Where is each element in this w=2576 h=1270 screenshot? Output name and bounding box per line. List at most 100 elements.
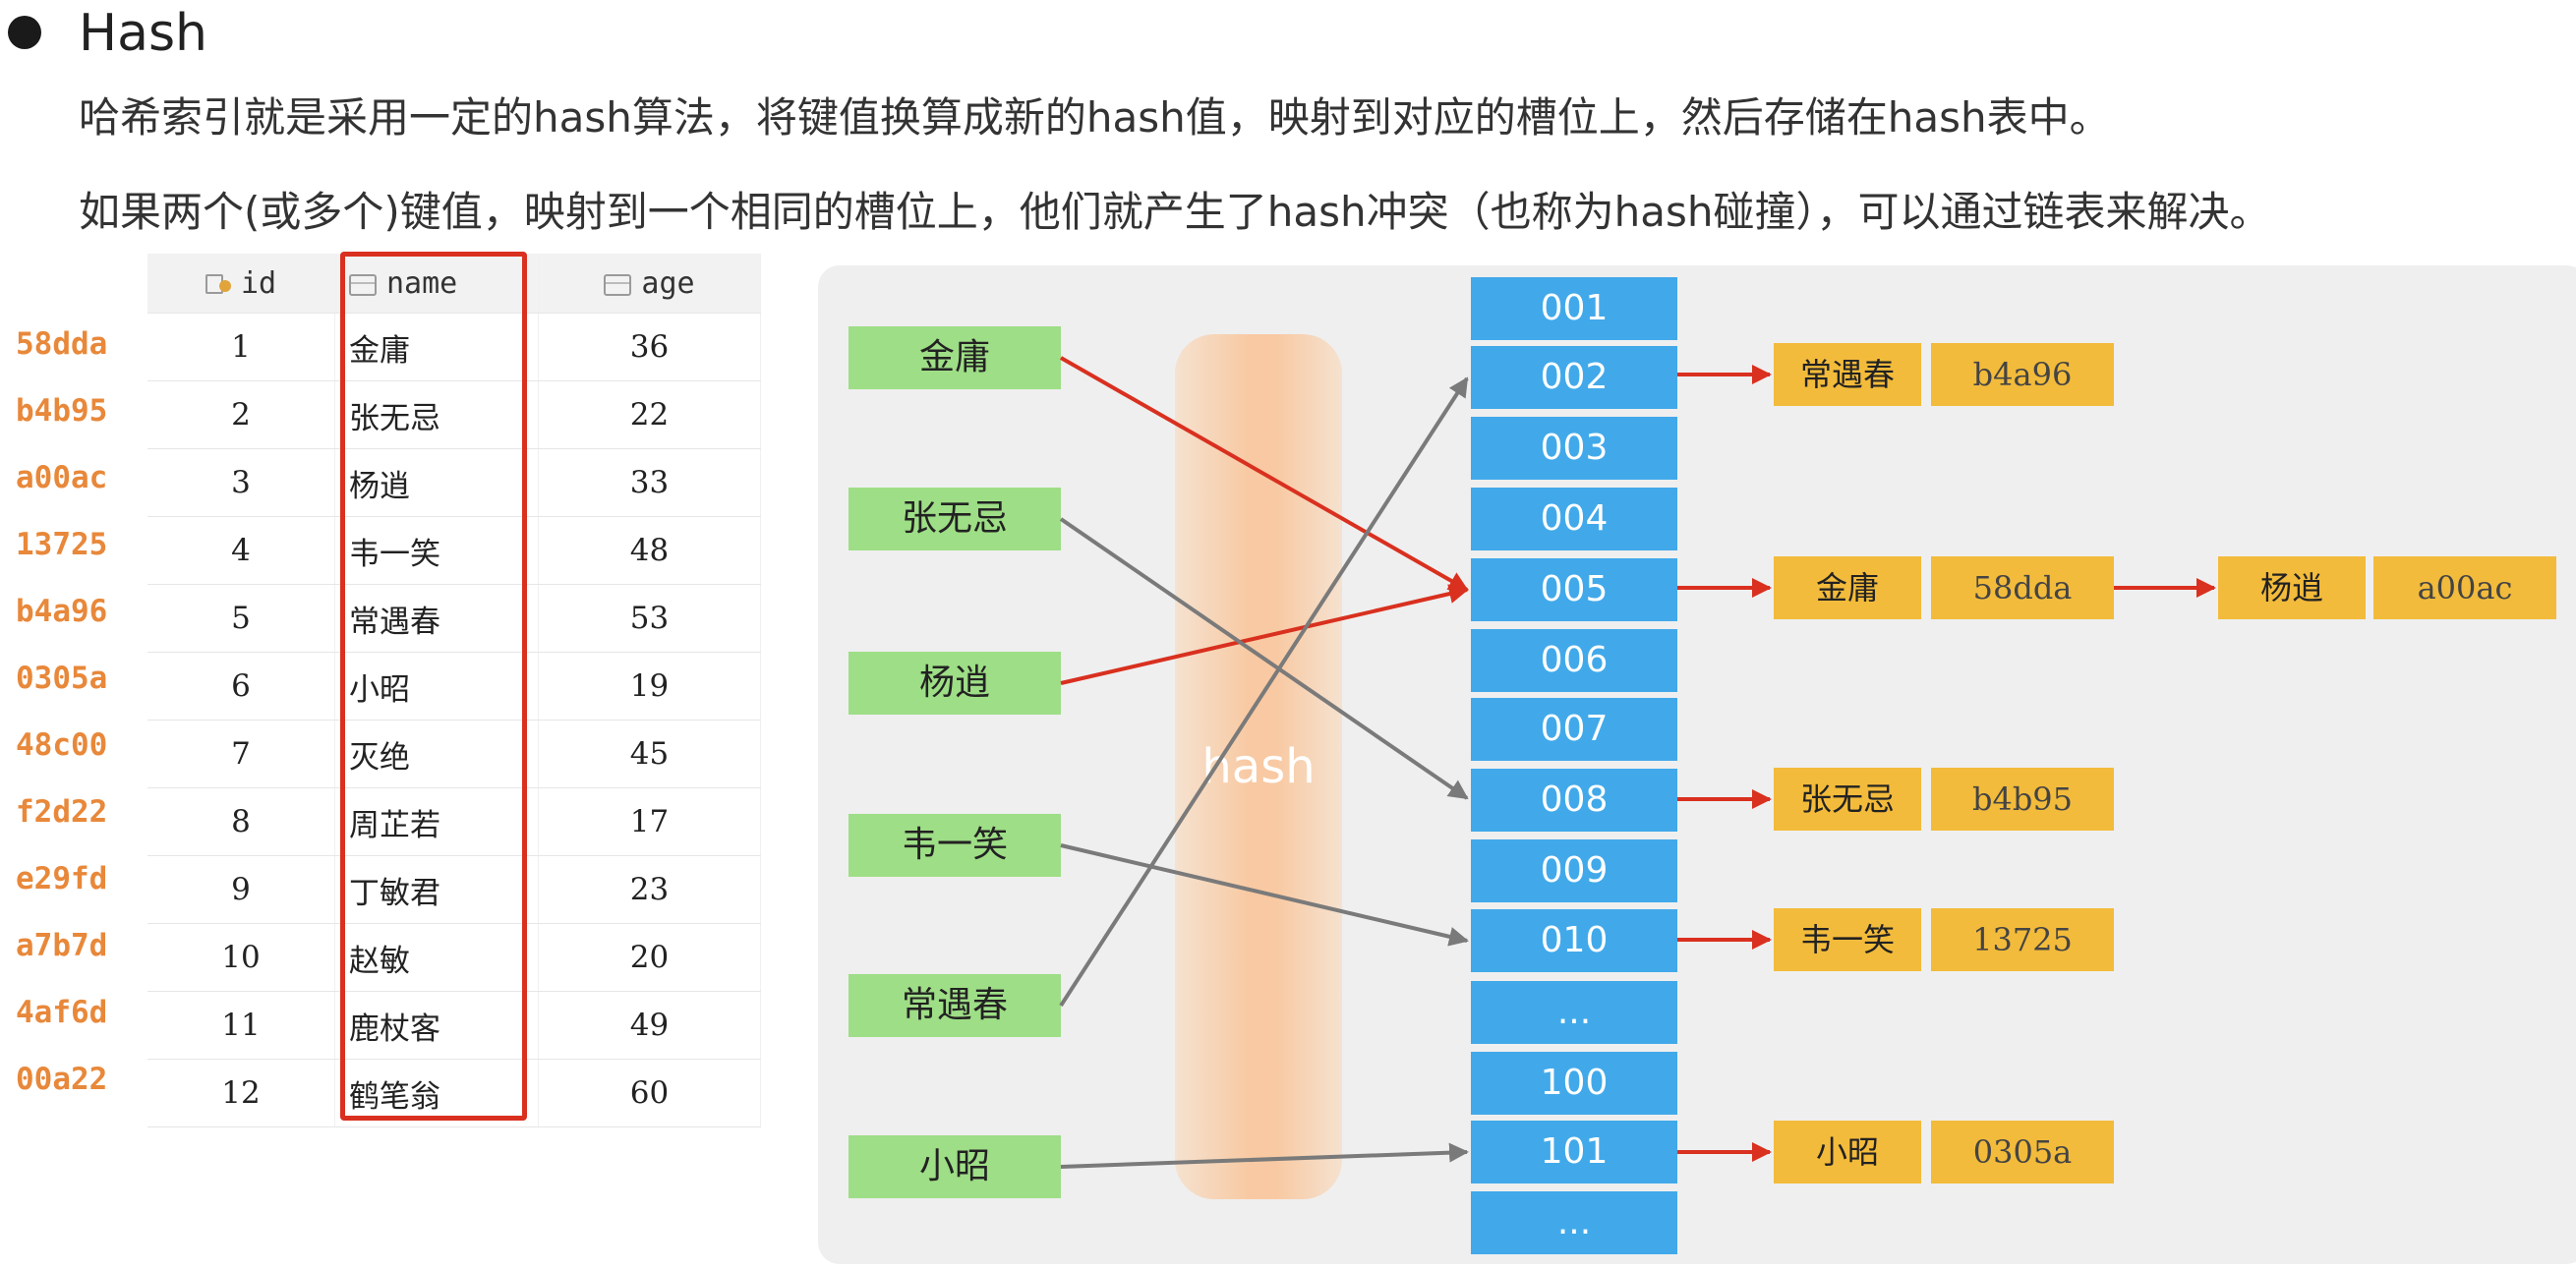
hash-value: e29fd xyxy=(16,861,108,896)
cell-age: 60 xyxy=(538,1059,761,1127)
arrow-zhangwuji-to-008 xyxy=(1059,517,1469,800)
column-header-age[interactable]: age xyxy=(538,254,761,314)
cell-name: 鹿杖客 xyxy=(334,991,539,1060)
cell-id: 1 xyxy=(147,313,335,381)
hash-slot: 009 xyxy=(1471,839,1677,902)
column-header-label: age xyxy=(641,265,695,301)
hash-value: 58dda xyxy=(16,326,108,362)
column-icon xyxy=(349,273,377,296)
diagram-panel xyxy=(818,265,2576,1264)
column-header-id[interactable]: id xyxy=(147,254,335,314)
hash-value: 4af6d xyxy=(16,995,108,1030)
node-hash: b4a96 xyxy=(1931,343,2114,406)
arrow-yangxiao-to-005 xyxy=(1060,584,1469,685)
node-hash: b4b95 xyxy=(1931,768,2114,831)
column-header-label: name xyxy=(386,265,458,301)
hash-slot: 007 xyxy=(1471,698,1677,761)
description-line-1: 哈希索引就是采用一定的hash算法，将键值换算成新的hash值，映射到对应的槽位… xyxy=(79,93,2111,142)
description-line-2: 如果两个(或多个)键值，映射到一个相同的槽位上，他们就产生了hash冲突（也称为… xyxy=(79,188,2271,236)
table-header-row: id name age xyxy=(147,254,761,314)
cell-age: 19 xyxy=(538,652,761,721)
cell-name: 韦一笑 xyxy=(334,516,539,585)
hash-value: 0305a xyxy=(16,661,108,696)
cell-age: 53 xyxy=(538,584,761,653)
key-box: 小昭 xyxy=(849,1135,1061,1198)
column-icon xyxy=(604,273,632,296)
cell-age: 23 xyxy=(538,855,761,924)
cell-id: 11 xyxy=(147,991,335,1060)
column-header-label: id xyxy=(240,265,277,301)
cell-id: 3 xyxy=(147,448,335,517)
cell-age: 33 xyxy=(538,448,761,517)
arrow-xiaozhao-to-101 xyxy=(1060,1142,1469,1169)
hash-value: b4b95 xyxy=(16,393,108,429)
cell-id: 5 xyxy=(147,584,335,653)
hash-function-label: hash xyxy=(1201,739,1316,794)
node-name: 常遇春 xyxy=(1774,343,1921,406)
hash-value: b4a96 xyxy=(16,594,108,629)
node-hash: 58dda xyxy=(1931,556,2114,619)
cell-name: 灭绝 xyxy=(334,720,539,788)
node-name: 张无忌 xyxy=(1774,768,1921,831)
arrow-changyuchun-to-002 xyxy=(1059,376,1469,1008)
hash-slot: 101 xyxy=(1471,1121,1677,1183)
cell-age: 36 xyxy=(538,313,761,381)
cell-age: 49 xyxy=(538,991,761,1060)
arrow-jinyong-to-005 xyxy=(1060,356,1469,592)
hash-value-column: 58dda b4b95 a00ac 13725 b4a96 0305a 48c0… xyxy=(0,319,147,1122)
key-box: 杨逍 xyxy=(849,652,1061,715)
hash-slot: ... xyxy=(1471,981,1677,1044)
hash-value: 00a22 xyxy=(16,1062,108,1097)
key-box: 金庸 xyxy=(849,326,1061,389)
node-name: 金庸 xyxy=(1774,556,1921,619)
hash-value: 48c00 xyxy=(16,727,108,763)
hash-slot: 005 xyxy=(1471,558,1677,621)
node-name: 杨逍 xyxy=(2218,556,2366,619)
key-box: 张无忌 xyxy=(849,488,1061,550)
node-name: 韦一笑 xyxy=(1774,908,1921,971)
arrow-weiyixiao-to-010 xyxy=(1060,843,1469,947)
cell-age: 17 xyxy=(538,787,761,856)
hash-slot: 001 xyxy=(1471,277,1677,340)
cell-id: 9 xyxy=(147,855,335,924)
cell-id: 10 xyxy=(147,923,335,992)
hash-slot: ... xyxy=(1471,1191,1677,1254)
page-title: Hash xyxy=(79,4,208,63)
cell-id: 6 xyxy=(147,652,335,721)
column-header-name[interactable]: name xyxy=(334,254,539,314)
hash-value: 13725 xyxy=(16,527,108,562)
cell-id: 8 xyxy=(147,787,335,856)
bullet-dot xyxy=(8,16,41,49)
node-hash: 13725 xyxy=(1931,908,2114,971)
cell-name: 丁敏君 xyxy=(334,855,539,924)
cell-name: 周芷若 xyxy=(334,787,539,856)
cell-name: 赵敏 xyxy=(334,923,539,992)
cell-name: 常遇春 xyxy=(334,584,539,653)
node-hash: 0305a xyxy=(1931,1121,2114,1183)
hash-slot: 004 xyxy=(1471,488,1677,550)
hash-function-band xyxy=(1175,334,1342,1199)
hash-slot: 002 xyxy=(1471,346,1677,409)
cell-id: 2 xyxy=(147,380,335,449)
cell-id: 4 xyxy=(147,516,335,585)
cell-id: 12 xyxy=(147,1059,335,1127)
hash-slot: 003 xyxy=(1471,417,1677,480)
cell-age: 22 xyxy=(538,380,761,449)
cell-age: 20 xyxy=(538,923,761,992)
cell-age: 45 xyxy=(538,720,761,788)
cell-name: 金庸 xyxy=(334,313,539,381)
node-name: 小昭 xyxy=(1774,1121,1921,1183)
